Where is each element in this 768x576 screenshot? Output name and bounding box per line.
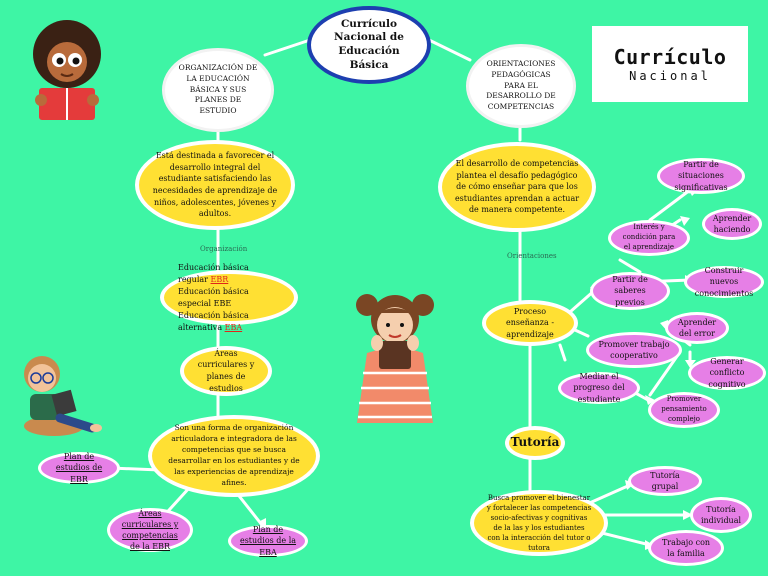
tutoria-individual-node: Tutoría individual <box>690 497 752 533</box>
areas-description-node: Son una forma de organización articulado… <box>148 415 320 497</box>
conflicto-node: Generar conflicto cognitivo <box>688 356 766 390</box>
plan-eba-node[interactable]: Plan de estudios de la EBA <box>228 525 308 557</box>
type-ebe-text: Educación básica especial EBE <box>178 286 249 308</box>
education-types-node: Educación básica regular EBR Educación b… <box>160 263 298 332</box>
tutoria-description-node: Busca promover el bienestar y fortalecer… <box>470 490 608 556</box>
reading-girl-illustration <box>356 294 434 423</box>
tutoria-node: Tutoría <box>505 426 565 460</box>
tutoria-grupal-node: Tutoría grupal <box>628 466 702 496</box>
construir-node: Construir nuevos conocimientos <box>684 266 764 298</box>
organizacion-label: Organización <box>200 245 248 253</box>
areas-competencias-link[interactable]: Áreas curriculares y competencias de la … <box>121 508 179 552</box>
areas-node: Áreas curriculares y planes de estudios <box>180 346 272 396</box>
aprender-error-node: Aprender del error <box>665 312 729 344</box>
proceso-node: Proceso enseñanza - aprendizaje <box>482 300 578 346</box>
logo-line-1: Currículo <box>613 45 727 69</box>
left-description-node: Está destinada a favorecer el desarrollo… <box>135 140 295 230</box>
curriculo-nacional-logo: Currículo Nacional <box>592 26 748 102</box>
type-ebr-text: Educación básica regular <box>178 262 249 284</box>
reading-boy-illustration <box>24 356 102 436</box>
central-title: Currículo Nacional de Educación Básica <box>307 6 431 84</box>
right-description-node: El desarrollo de competencias plantea el… <box>438 142 596 232</box>
left-header-node: ORGANIZACIÓN DE LA EDUCACIÓN BÁSICA Y SU… <box>162 48 274 132</box>
pensamiento-node: Promover pensamiento complejo <box>648 392 720 428</box>
trabajo-familia-node: Trabajo con la familia <box>648 530 724 566</box>
reading-child-top-illustration <box>33 20 101 120</box>
type-eba-text: Educación básica alternativa <box>178 310 249 332</box>
orientaciones-label: Orientaciones <box>507 252 557 260</box>
ebr-link[interactable]: EBR <box>210 274 229 284</box>
mediar-node: Mediar el progreso del estudiante <box>558 372 640 404</box>
partir-saberes-node: Partir de saberes previos <box>590 272 670 310</box>
trabajo-cooperativo-node: Promover trabajo cooperativo <box>586 332 682 368</box>
situaciones-node: Partir de situaciones significativas <box>657 158 745 194</box>
interes-node: Interés y condición para el aprendizaje <box>608 220 690 256</box>
right-header-node: ORIENTACIONES PEDAGÓGICAS PARA EL DESARR… <box>466 44 576 128</box>
haciendo-node: Aprender haciendo <box>702 208 762 240</box>
logo-line-2: Nacional <box>629 69 711 83</box>
plan-ebr-node[interactable]: Plan de estudios de EBR <box>38 452 120 484</box>
plan-ebr-link[interactable]: Plan de estudios de EBR <box>55 452 103 484</box>
eba-link[interactable]: EBA <box>224 322 243 332</box>
areas-competencias-node[interactable]: Áreas curriculares y competencias de la … <box>107 508 193 552</box>
plan-eba-link[interactable]: Plan de estudios de la EBA <box>239 525 297 557</box>
